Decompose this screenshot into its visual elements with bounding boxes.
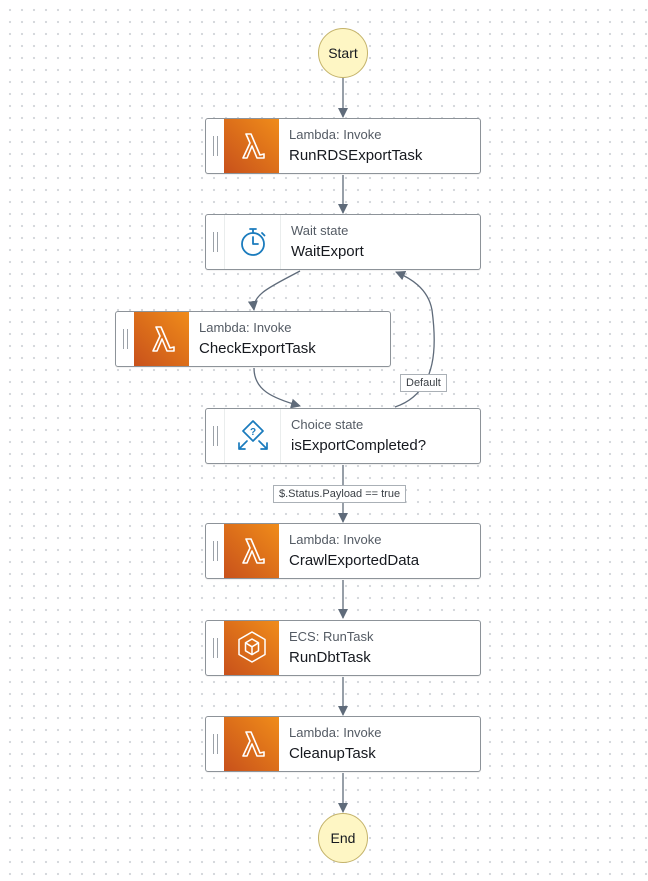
ecs-icon [224, 621, 279, 675]
state-type: Lambda: Invoke [289, 126, 382, 142]
state-name: isExportCompleted? [291, 436, 427, 454]
end-node[interactable]: End [318, 813, 368, 863]
state-type: Wait state [291, 222, 349, 238]
drag-handle[interactable] [206, 409, 224, 463]
start-label: Start [328, 45, 358, 61]
lambda-icon [134, 312, 189, 366]
state-type: Lambda: Invoke [289, 531, 382, 547]
choice-icon: ? [224, 409, 281, 463]
edge-label-default: Default [400, 374, 447, 392]
drag-handle[interactable] [206, 215, 224, 269]
state-name: CrawlExportedData [289, 551, 420, 569]
drag-handle[interactable] [206, 621, 224, 675]
edge-label-condition: $.Status.Payload == true [273, 485, 407, 503]
state-run-rds-export-task[interactable]: Lambda: Invoke RunRDSExportTask [205, 118, 481, 174]
drag-handle[interactable] [206, 119, 224, 173]
lambda-icon [224, 524, 279, 578]
state-name: CheckExportTask [199, 339, 316, 357]
state-check-export-task[interactable]: Lambda: Invoke CheckExportTask [115, 311, 391, 367]
stopwatch-icon [224, 215, 281, 269]
svg-text:?: ? [249, 427, 255, 438]
drag-handle[interactable] [116, 312, 134, 366]
edge-checkexporttask-to-choice [253, 367, 301, 409]
drag-handle[interactable] [206, 717, 224, 771]
lambda-icon [224, 717, 279, 771]
state-name: RunDbtTask [289, 648, 371, 666]
state-type: Lambda: Invoke [199, 319, 292, 335]
end-label: End [330, 830, 356, 846]
state-name: RunRDSExportTask [289, 146, 423, 164]
lambda-icon [224, 119, 279, 173]
state-type: Lambda: Invoke [289, 724, 382, 740]
state-name: CleanupTask [289, 744, 376, 762]
state-type: ECS: RunTask [289, 628, 374, 644]
state-name: WaitExport [291, 242, 364, 260]
state-wait-export[interactable]: Wait state WaitExport [205, 214, 481, 270]
edge-waitexport-to-checkexporttask [247, 270, 301, 311]
state-run-dbt-task[interactable]: ECS: RunTask RunDbtTask [205, 620, 481, 676]
state-cleanup-task[interactable]: Lambda: Invoke CleanupTask [205, 716, 481, 772]
state-crawl-exported-data[interactable]: Lambda: Invoke CrawlExportedData [205, 523, 481, 579]
drag-handle[interactable] [206, 524, 224, 578]
start-node[interactable]: Start [318, 28, 368, 78]
state-type: Choice state [291, 416, 364, 432]
state-is-export-completed[interactable]: ? Choice state isExportCompleted? [205, 408, 481, 464]
